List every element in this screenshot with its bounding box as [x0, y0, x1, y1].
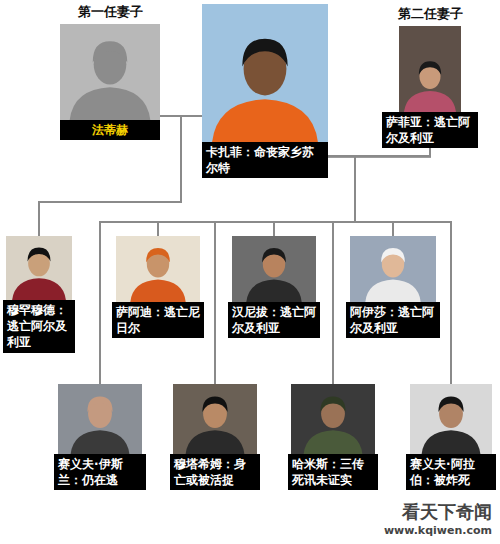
- spouse-heading: 第一任妻子: [60, 4, 160, 21]
- family-line: [328, 156, 451, 384]
- person-card: 第一任妻子法蒂赫: [60, 4, 160, 140]
- watermark: 看天下奇闻: [402, 500, 492, 524]
- family-line: [39, 116, 202, 236]
- name-caption: 赛义夫·伊斯兰：仍在逃: [54, 454, 146, 490]
- portrait-photo: [116, 236, 200, 302]
- portrait-photo: [232, 236, 316, 302]
- name-caption: 法蒂赫: [60, 120, 160, 140]
- portrait-silhouette: [399, 26, 461, 112]
- hair: [320, 397, 345, 412]
- family-line: [100, 156, 355, 384]
- person-card: 萨阿迪：逃亡尼日尔: [112, 236, 204, 338]
- portrait-photo: [410, 384, 492, 454]
- shoulders: [212, 99, 318, 142]
- portrait-silhouette: [291, 384, 375, 454]
- hair: [262, 248, 286, 263]
- name-caption: 萨菲亚：逃亡阿尔及利亚: [382, 112, 478, 148]
- hair: [87, 397, 112, 412]
- person-card: 哈米斯：三传死讯未证实: [288, 384, 378, 490]
- family-line: [215, 148, 430, 384]
- name-caption: 穆罕穆德：逃亡阿尔及利亚: [3, 300, 75, 353]
- watermark: www.kqiwen.com: [384, 524, 492, 537]
- person-card: 穆塔希姆：身亡或被活捉: [170, 384, 260, 490]
- hair: [438, 397, 463, 412]
- family-line: [39, 116, 181, 236]
- shoulders: [365, 280, 420, 302]
- shoulders: [186, 430, 245, 454]
- hair: [419, 61, 441, 75]
- hair: [93, 41, 128, 62]
- shoulders: [304, 430, 363, 454]
- portrait-photo: [291, 384, 375, 454]
- person-card: 赛义夫·阿拉伯：被炸死: [406, 384, 496, 490]
- shoulders: [130, 280, 185, 302]
- portrait-silhouette: [173, 384, 257, 454]
- portrait-photo: [399, 26, 461, 112]
- portrait-silhouette: [116, 236, 200, 302]
- portrait-photo: [350, 236, 436, 302]
- person-card: 穆罕穆德：逃亡阿尔及利亚: [3, 236, 75, 353]
- shoulders: [422, 430, 481, 454]
- name-caption: 哈米斯：三传死讯未证实: [288, 454, 378, 490]
- person-card: 卡扎菲：命丧家乡苏尔特: [202, 4, 328, 178]
- portrait-silhouette: [58, 384, 142, 454]
- family-line: [328, 156, 393, 236]
- shoulders: [70, 87, 151, 120]
- name-caption: 穆塔希姆：身亡或被活捉: [170, 454, 260, 490]
- name-caption: 汉尼拔：逃亡阿尔及利亚: [228, 302, 320, 338]
- portrait-silhouette: [350, 236, 436, 302]
- name-caption: 萨阿迪：逃亡尼日尔: [112, 302, 204, 338]
- portrait-photo: [6, 236, 72, 300]
- hair: [381, 248, 405, 263]
- person-card: 第二任妻子萨菲亚：逃亡阿尔及利亚: [382, 6, 478, 148]
- portrait-photo: [202, 4, 328, 142]
- name-caption: 阿伊莎：逃亡阿尔及利亚: [346, 302, 440, 338]
- shoulders: [246, 280, 301, 302]
- portrait-silhouette: [6, 236, 72, 300]
- shoulders: [12, 278, 66, 300]
- name-caption: 卡扎菲：命丧家乡苏尔特: [202, 142, 328, 178]
- portrait-photo: [60, 24, 160, 120]
- hair: [27, 248, 50, 262]
- portrait-photo: [58, 384, 142, 454]
- hair: [202, 397, 227, 412]
- hair: [242, 39, 287, 67]
- portrait-silhouette: [202, 4, 328, 142]
- portrait-photo: [173, 384, 257, 454]
- spouse-heading: 第二任妻子: [382, 6, 478, 23]
- person-card: 阿伊莎：逃亡阿尔及利亚: [346, 236, 440, 338]
- shoulders: [71, 430, 130, 454]
- person-card: 汉尼拔：逃亡阿尔及利亚: [228, 236, 320, 338]
- person-card: 赛义夫·伊斯兰：仍在逃: [54, 384, 146, 490]
- shoulders: [404, 91, 456, 112]
- portrait-silhouette: [410, 384, 492, 454]
- portrait-silhouette: [60, 24, 160, 120]
- name-caption: 赛义夫·阿拉伯：被炸死: [406, 454, 496, 490]
- hair: [146, 248, 170, 263]
- portrait-silhouette: [232, 236, 316, 302]
